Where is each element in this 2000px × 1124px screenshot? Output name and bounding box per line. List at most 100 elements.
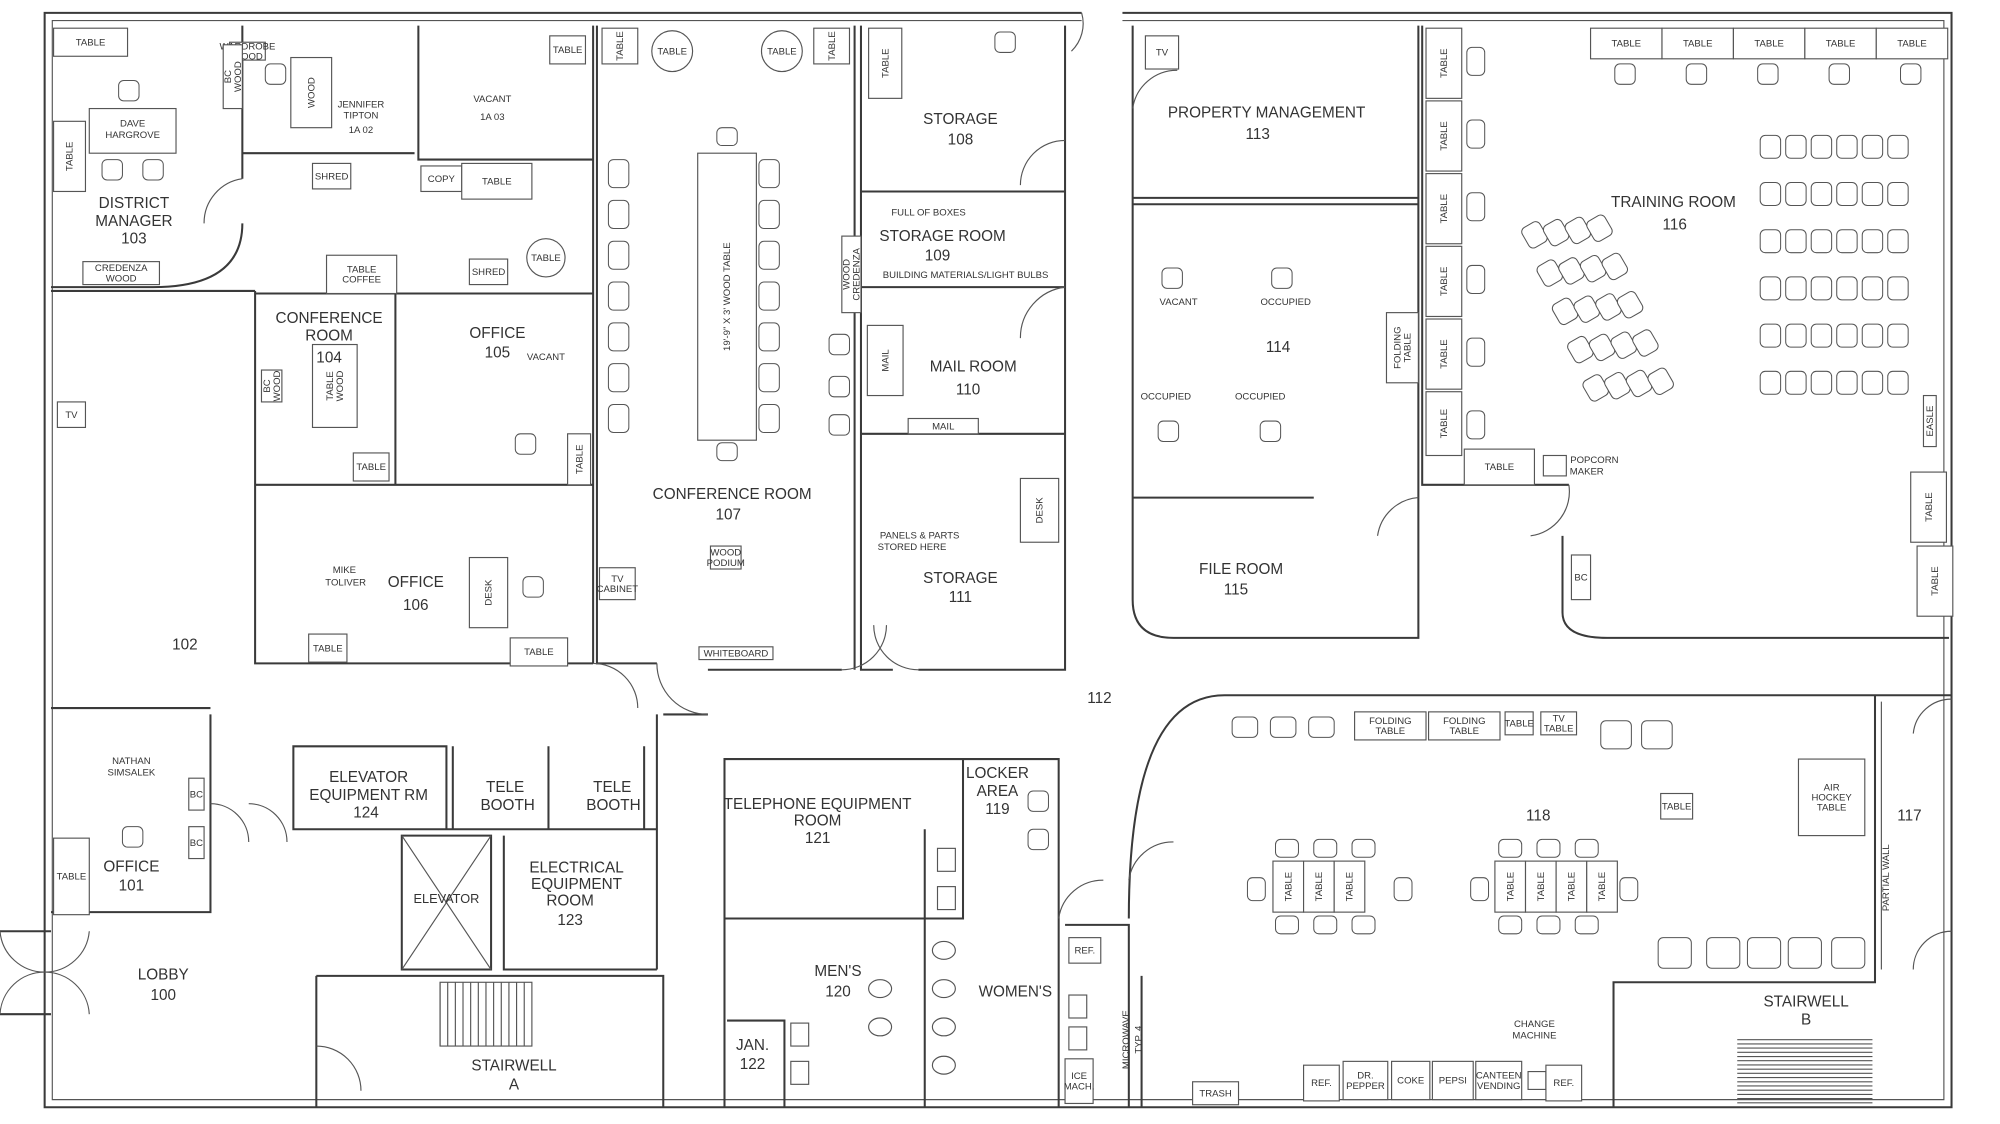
chair — [1685, 63, 1708, 85]
chair — [1313, 915, 1338, 935]
chair — [1785, 182, 1807, 207]
furniture-item: TABLE — [1272, 860, 1305, 913]
furniture-item: TABLE — [601, 27, 639, 65]
room-106-name: OFFICE — [388, 574, 444, 591]
chair — [1027, 828, 1049, 851]
chair — [1759, 229, 1782, 254]
chair — [1466, 337, 1486, 367]
occupant-jennifer-2: TIPTON — [344, 111, 379, 122]
tele-booth-2-name-2: BOOTH — [586, 797, 640, 814]
chair — [1785, 323, 1807, 348]
furniture-outline — [549, 35, 587, 65]
furniture-outline — [1425, 27, 1463, 99]
furniture-label: TABLE — [574, 445, 585, 475]
furniture-outline — [1463, 448, 1536, 486]
chair — [1785, 370, 1807, 395]
furniture-item: MAIL — [866, 324, 904, 397]
note-popcorn-2: MAKER — [1570, 467, 1604, 478]
fixture — [868, 979, 893, 999]
furniture-label: TABLE — [1439, 121, 1450, 151]
occupant-jennifer-1: JENNIFER — [338, 99, 385, 110]
furniture-label: TABLE — [1439, 194, 1450, 224]
furniture-label: DESK — [1035, 497, 1046, 524]
occupant-mike-1: MIKE — [333, 565, 356, 576]
chair — [828, 375, 850, 398]
furniture-label: TABLE — [1439, 409, 1450, 439]
chair — [1810, 134, 1833, 159]
chair — [1536, 259, 1563, 287]
wall — [51, 289, 594, 665]
furniture-outline — [1545, 1064, 1583, 1102]
room-117-number: 117 — [1897, 807, 1921, 824]
furniture-label: TABLE — [76, 37, 106, 48]
elevator-shaft — [401, 835, 492, 970]
furniture-label: TABLE — [553, 45, 583, 56]
occupant-nathan-1: NATHAN — [112, 756, 151, 767]
furniture-outline — [1475, 1060, 1523, 1101]
chair — [1900, 63, 1922, 85]
furniture-item — [88, 107, 177, 154]
furniture-outline — [866, 324, 904, 397]
stairwell-b-name: STAIRWELL — [1763, 994, 1848, 1011]
furniture-item: SHRED — [468, 258, 509, 286]
furniture-outline — [841, 235, 862, 314]
furniture-label: TABLE — [827, 31, 838, 61]
furniture-outline — [1797, 758, 1866, 837]
furniture-item: WOODCREDENZA — [841, 235, 863, 314]
furniture-label: TABLE — [1439, 267, 1450, 297]
fixture — [868, 1017, 893, 1037]
chair — [1351, 915, 1376, 935]
stairwell-a-steps — [439, 981, 533, 1047]
furniture-outline — [52, 837, 90, 916]
chair — [1810, 229, 1833, 254]
furniture-item: TABLE — [1425, 318, 1463, 390]
furniture-outline — [1732, 27, 1806, 60]
furniture-label: FOLDINGTABLE — [1393, 326, 1414, 368]
furniture-label: DESK — [484, 579, 495, 606]
note-full-of-boxes: FULL OF BOXES — [891, 208, 965, 219]
furniture-item: TABLE — [308, 633, 348, 663]
furniture-outline — [1494, 860, 1527, 913]
chair — [828, 333, 850, 356]
occupant-nathan-2: SIMSALEK — [107, 768, 155, 779]
stairwell-b-steps — [1737, 1039, 1873, 1104]
chair — [1887, 370, 1909, 395]
room-110-number: 110 — [956, 381, 980, 398]
furniture-outline — [1425, 173, 1463, 245]
cubicle-occupied-2: OCCUPIED — [1141, 391, 1191, 402]
furniture-item: TABLE — [1302, 860, 1335, 913]
note-partial-wall: PARTIAL WALL — [1881, 844, 1892, 911]
chair — [758, 199, 780, 229]
chair — [828, 414, 850, 436]
chair — [1470, 877, 1490, 902]
toilet — [1068, 994, 1088, 1019]
chair — [1498, 838, 1523, 858]
chair — [1887, 323, 1909, 348]
furniture-outline — [188, 826, 205, 860]
toilet — [936, 847, 956, 872]
furniture-label: TV — [65, 410, 78, 421]
furniture-outline — [601, 27, 639, 65]
room-101-name: OFFICE — [103, 858, 159, 875]
chair — [758, 159, 780, 189]
chair — [1632, 329, 1659, 357]
room-113-number: 113 — [1245, 126, 1269, 143]
furniture-label: TABLE — [531, 253, 561, 264]
furniture-label: 19'-9" X 3' WOOD TABLE — [722, 242, 733, 351]
chair — [1759, 182, 1782, 207]
furniture-label: TABLE — [1345, 872, 1356, 902]
note-panels-2: STORED HERE — [878, 542, 947, 553]
furniture-outline — [308, 633, 348, 663]
chair — [1536, 915, 1561, 935]
furniture-outline — [1427, 711, 1501, 741]
chair — [1466, 46, 1486, 76]
furniture-label: TABLE — [57, 872, 87, 883]
furniture-label: REF. — [1311, 1078, 1332, 1089]
chair — [1810, 323, 1833, 348]
room-120-number: 120 — [825, 983, 851, 1000]
